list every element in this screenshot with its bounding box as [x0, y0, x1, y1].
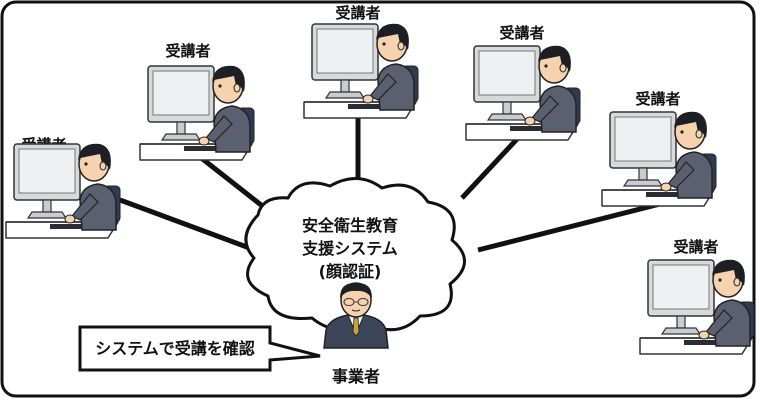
speech-text: システムで受講を確認: [95, 339, 255, 358]
trainee-label-6: 受講者: [673, 238, 718, 256]
trainee-icon-2: [139, 65, 255, 161]
system-name-line3: (顔認証): [319, 262, 382, 281]
cloud-icon: [244, 177, 466, 332]
trainee-icon-1: [5, 143, 121, 239]
trainee-icon-5: [601, 111, 717, 207]
system-name-line2: 支援システム: [301, 239, 398, 258]
trainee-label-2: 受講者: [165, 42, 210, 60]
speech-callout: [78, 325, 321, 372]
trainee-label-3: 受講者: [335, 4, 380, 22]
trainee-icon-6: [639, 259, 755, 355]
trainee-label-5: 受講者: [635, 90, 680, 108]
connector-upper-right: [460, 136, 520, 200]
trainee-icon-3: [303, 23, 419, 119]
trainee-icon-4: [465, 45, 581, 141]
connector-right: [477, 201, 661, 253]
system-name-line1: 安全衛生教育: [302, 216, 398, 235]
connector-lines: [119, 117, 661, 253]
connector-upper-left: [198, 155, 272, 214]
employer-label: 事業者: [332, 367, 380, 386]
connector-left: [119, 197, 256, 253]
trainee-label-4: 受講者: [499, 24, 544, 42]
